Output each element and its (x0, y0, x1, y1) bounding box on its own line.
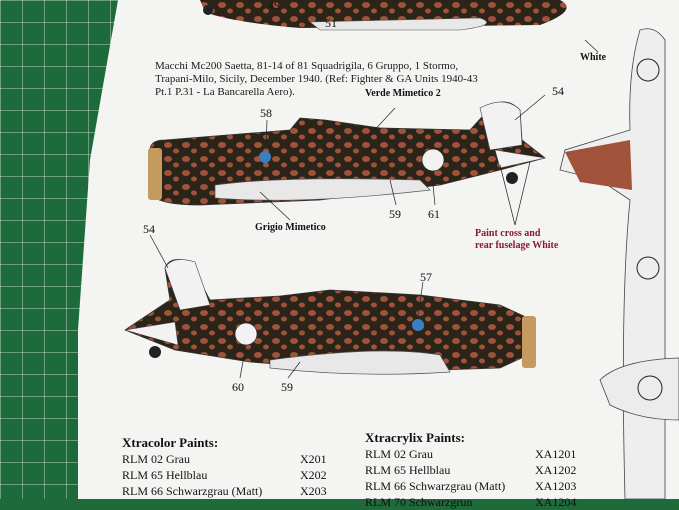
plan-view-aircraft (559, 28, 666, 499)
top-aircraft-partial (200, 0, 567, 31)
aircraft-lower-profile (124, 259, 536, 375)
xtracolor-name-3: RLM 66 Schwarzgrau (Matt) (122, 484, 263, 498)
leader-lines (149, 39, 599, 379)
xtracolor-code-3: X203 (300, 484, 327, 498)
aircraft-caption: Macchi Mc200 Saetta, 81-14 of 81 Squadri… (155, 60, 478, 99)
callout-61: 61 (428, 207, 440, 221)
callout-54-bottom: 54 (143, 222, 155, 236)
xtracrylix-name-2: RLM 65 Hellblau (365, 463, 451, 477)
xtracrylix-name-1: RLM 02 Grau (365, 447, 433, 461)
bottom-right-aircraft (599, 357, 679, 421)
callout-59-bottom: 59 (281, 380, 293, 394)
caption-line-1: Macchi Mc200 Saetta, 81-14 of 81 Squadri… (155, 60, 459, 72)
callout-57: 57 (420, 270, 432, 284)
xtracolor-name-2: RLM 65 Hellblau (122, 468, 208, 482)
paint-note-line-2: rear fuselage White (475, 240, 559, 251)
xtracrylix-title: Xtracrylix Paints: (365, 430, 466, 445)
paint-note-line-1: Paint cross and (475, 228, 541, 239)
callout-54-top: 54 (552, 84, 564, 98)
caption-line-2: Trapani-Milo, Sicily, December 1940. (Re… (155, 73, 478, 85)
aircraft-illustrations (124, 0, 679, 499)
callout-49: 49 (268, 0, 280, 12)
xtracrylix-paints: Xtracrylix Paints: RLM 02 Grau XA1201 RLM… (365, 430, 595, 510)
callout-verde-mimetico: Verde Mimetico 2 (365, 88, 441, 99)
xtracolor-name-1: RLM 02 Grau (122, 452, 190, 466)
caption-line-3: Pt.1 P.31 - La Bancarella Aero). (155, 86, 295, 98)
callout-58: 58 (260, 106, 272, 120)
xtracolor-code-1: X201 (300, 452, 327, 466)
xtracrylix-name-4: RLM 70 Schwarzgrun (365, 495, 473, 509)
instruction-sheet (78, 0, 679, 499)
xtracrylix-code-3: XA1203 (535, 479, 577, 493)
callout-paint-cross: Paint cross and rear fuselage White (475, 228, 558, 252)
xtracrylix-name-3: RLM 66 Schwarzgrau (Matt) (365, 479, 506, 493)
callout-60: 60 (232, 380, 244, 394)
xtracolor-paints: Xtracolor Paints: RLM 02 Grau X201 RLM 65… (122, 435, 332, 499)
xtracrylix-code-1: XA1201 (535, 447, 577, 461)
callout-white: White (580, 52, 607, 63)
xtracolor-title: Xtracolor Paints: (122, 435, 219, 450)
callout-grigio-mimetico: Grigio Mimetico (255, 222, 326, 233)
callout-59-top: 59 (389, 207, 401, 221)
aircraft-upper-profile (148, 101, 546, 206)
xtracrylix-code-4: XA1204 (535, 495, 577, 509)
xtracolor-code-2: X202 (300, 468, 327, 482)
xtracrylix-code-2: XA1202 (535, 463, 577, 477)
callout-51: 51 (325, 16, 337, 30)
